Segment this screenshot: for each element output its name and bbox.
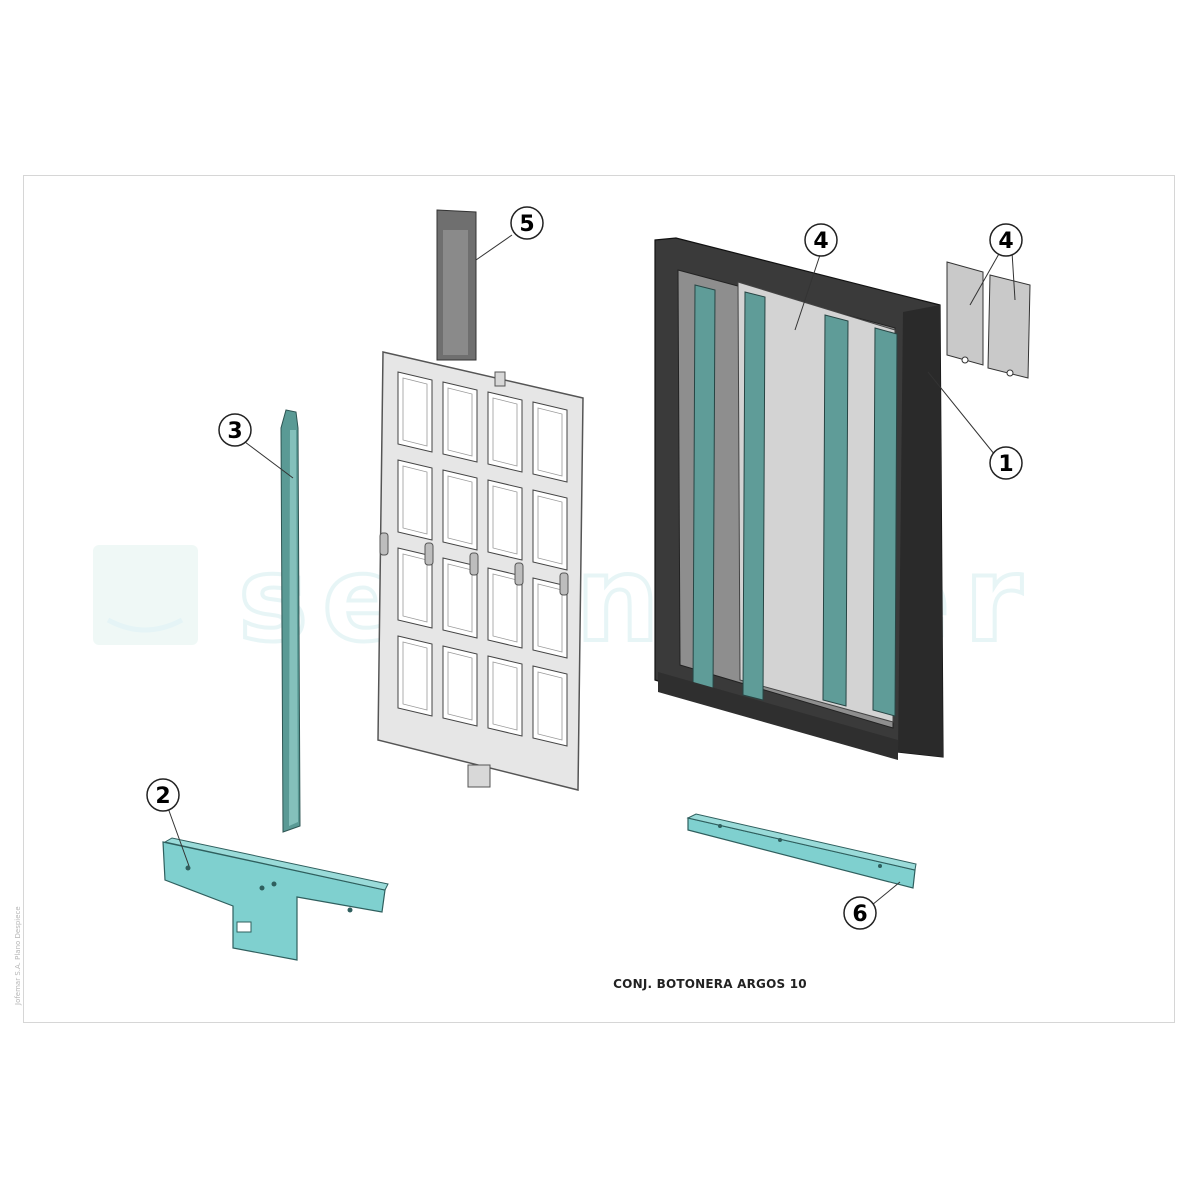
grid-cell-inner — [402, 465, 428, 535]
callout-6-label: 6 — [852, 902, 867, 927]
callout-4-frame: 4 — [804, 223, 838, 257]
part-3-vertical-bar — [280, 409, 301, 833]
grid-clips — [379, 532, 569, 596]
grid-cell-inner — [537, 671, 563, 741]
grid-cell-inner — [447, 651, 473, 721]
grid-cell — [397, 547, 433, 629]
grid-cell-inner — [447, 387, 473, 457]
grid-cell — [487, 655, 523, 737]
grid-cell-inner — [537, 583, 563, 653]
part-6-angled-bar — [686, 813, 917, 889]
grid-cell-inner — [447, 475, 473, 545]
grid-cell — [442, 469, 478, 551]
callout-1: 1 — [989, 446, 1023, 480]
callout-4-frame-label: 4 — [813, 229, 828, 254]
grid-cell — [397, 459, 433, 541]
grid-cell — [442, 645, 478, 727]
grid-cell — [532, 401, 568, 483]
grid-cell — [487, 479, 523, 561]
leader-lines — [167, 234, 1016, 906]
callout-2: 2 — [146, 778, 180, 812]
grid-cell-inner — [402, 641, 428, 711]
watermark-logo-square — [93, 545, 198, 645]
grid-cell-inner — [447, 563, 473, 633]
grid-cell — [442, 557, 478, 639]
part-2-bracket — [162, 837, 389, 961]
grid-cell-inner — [402, 377, 428, 447]
grid-cell — [397, 635, 433, 717]
grid-cell-inner — [492, 573, 518, 643]
grid-cell — [532, 665, 568, 747]
callout-6: 6 — [843, 896, 877, 930]
grid-cell-inner — [402, 553, 428, 623]
drawing-caption: CONJ. BOTONERA ARGOS 10 — [613, 977, 807, 991]
part-5-ribbon-strip — [436, 209, 477, 361]
callout-3-label: 3 — [227, 419, 242, 444]
watermark-logo-smile — [106, 617, 184, 633]
grid-cell — [487, 567, 523, 649]
grid-cell — [397, 371, 433, 453]
callout-4-plates-label: 4 — [998, 229, 1013, 254]
callout-3: 3 — [218, 413, 252, 447]
grid-cells — [397, 371, 568, 747]
callout-4-plates: 4 — [989, 223, 1023, 257]
grid-cell — [532, 489, 568, 571]
grid-cell — [532, 577, 568, 659]
callout-5: 5 — [510, 206, 544, 240]
callout-1-label: 1 — [998, 452, 1013, 477]
side-note: Jofemar S.A. Plano Despiece — [14, 906, 22, 1005]
grid-cell-inner — [537, 495, 563, 565]
callout-2-label: 2 — [155, 784, 170, 809]
part-1-outer-frame — [654, 237, 944, 760]
callout-5-label: 5 — [519, 212, 534, 237]
part-4-plates — [946, 261, 1031, 379]
button-grid-frame — [377, 351, 584, 791]
grid-cell — [487, 391, 523, 473]
callouts: 5 4 4 1 3 2 6 — [146, 206, 1023, 930]
grid-cell-inner — [492, 661, 518, 731]
grid-cell-inner — [492, 485, 518, 555]
grid-cell-inner — [492, 397, 518, 467]
grid-cell — [442, 381, 478, 463]
grid-cell-inner — [537, 407, 563, 477]
